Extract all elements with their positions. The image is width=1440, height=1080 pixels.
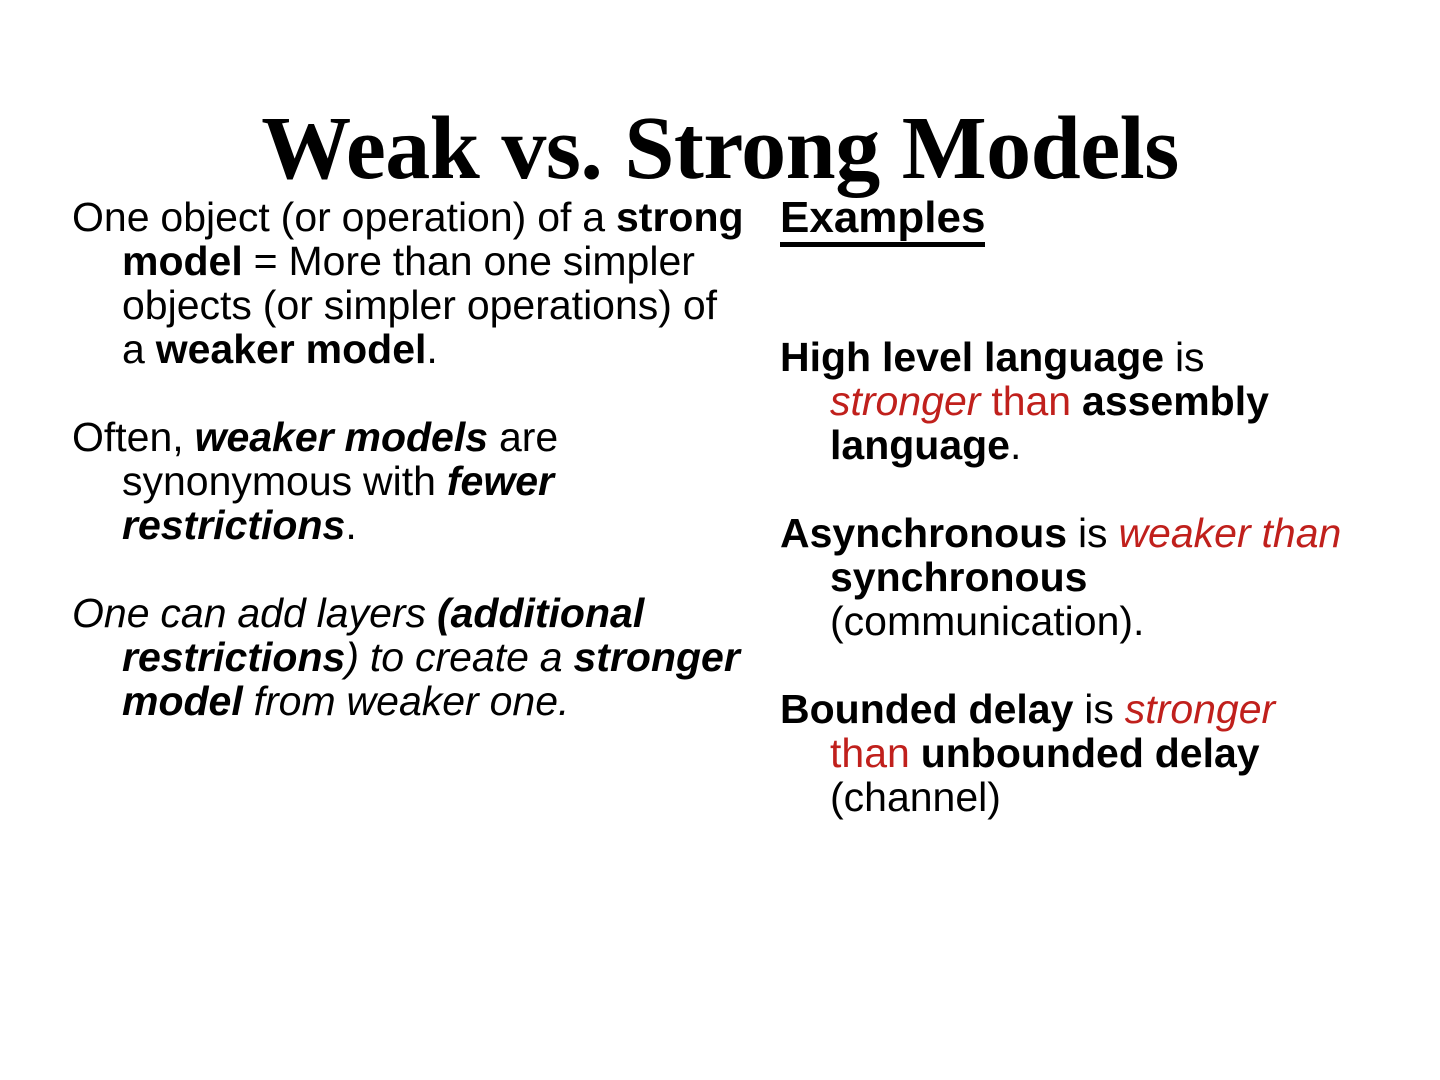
slide-title: Weak vs. Strong Models [261,99,1179,199]
right-examples-column: Examples High level language is stronger… [780,195,1360,863]
left-text-column: One object (or operation) of a strong mo… [72,195,744,723]
paragraph-add-layers: One can add layers (additional restricti… [72,590,740,724]
paragraph-synonymous: Often, weaker models are synonymous with… [72,414,559,548]
example-high-level-language: High level language is stronger than ass… [780,334,1269,468]
slide-body: One object (or operation) of a strong mo… [0,195,1440,1055]
paragraph-definition: One object (or operation) of a strong mo… [72,194,744,372]
example-bounded-delay: Bounded delay is stronger than unbounded… [780,686,1276,820]
examples-heading: Examples [780,195,986,247]
examples-heading-wrap: Examples [780,195,1360,293]
example-asynchronous: Asynchronous is weaker than synchronous … [780,510,1342,644]
